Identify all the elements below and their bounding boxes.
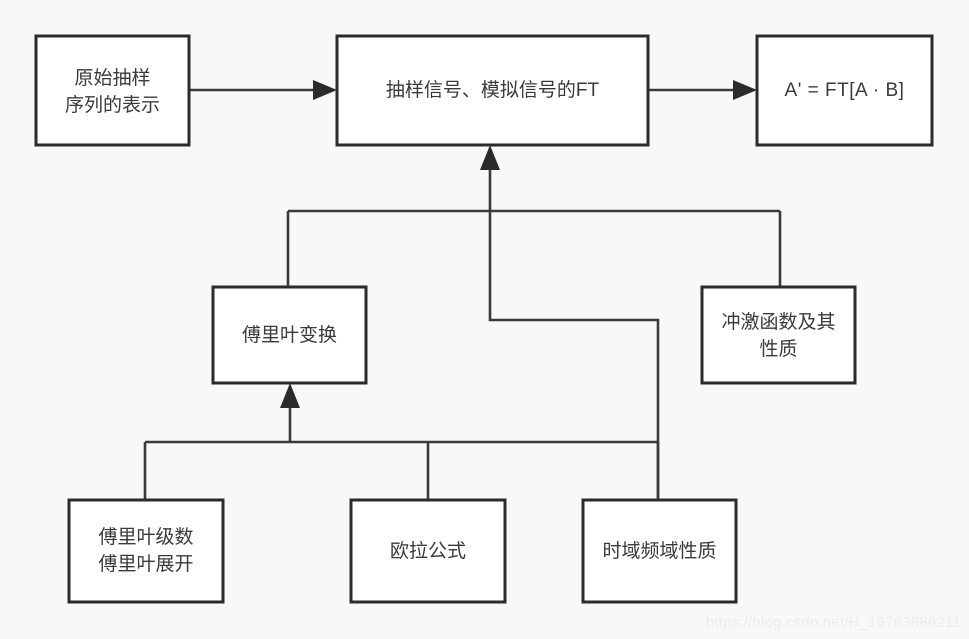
node-label-line: 时域频域性质	[602, 540, 716, 562]
node-label-line: 序列的表示	[65, 94, 160, 116]
arrow-head-icon	[480, 145, 500, 170]
node-fourier-transform[interactable]: 傅里叶变换	[211, 285, 368, 385]
node-label-line: A' = FT[A · B]	[785, 80, 905, 101]
node-label-line: 傅里叶级数	[98, 526, 193, 548]
node-box[interactable]	[349, 498, 507, 604]
node-label-line: 原始抽样	[74, 67, 150, 89]
node-sampled-and-analog-signal-ft[interactable]: 抽样信号、模拟信号的FT	[335, 34, 650, 147]
arrow-head-icon	[313, 80, 337, 100]
edge-upper-bus	[286, 145, 782, 500]
node-box[interactable]	[581, 498, 738, 604]
node-fourier-series-expansion[interactable]: 傅里叶级数 傅里叶展开	[67, 498, 225, 604]
node-label-line: 傅里叶展开	[98, 553, 193, 575]
node-layer: 原始抽样 序列的表示 抽样信号、模拟信号的FT A' = FT[A · B] 傅…	[34, 34, 934, 604]
node-label-line: 傅里叶变换	[242, 324, 337, 346]
edge-line	[488, 211, 660, 500]
node-original-sampling-sequence[interactable]: 原始抽样 序列的表示	[34, 34, 191, 147]
node-box[interactable]	[211, 285, 368, 385]
node-label-line: 欧拉公式	[390, 540, 466, 562]
arrow-head-icon	[733, 80, 757, 100]
edge-original-to-ft	[189, 80, 337, 100]
node-box[interactable]	[34, 34, 191, 147]
node-box[interactable]	[755, 34, 934, 147]
node-label-line: 抽样信号、模拟信号的FT	[386, 79, 600, 101]
node-time-frequency-domain-properties[interactable]: 时域频域性质	[581, 498, 738, 604]
edge-lower-bus	[143, 383, 660, 500]
node-euler-formula[interactable]: 欧拉公式	[349, 498, 507, 604]
edge-ft-to-formula	[648, 80, 757, 100]
node-label-line: 冲激函数及其	[721, 311, 835, 333]
node-box[interactable]	[700, 285, 857, 385]
node-box[interactable]	[67, 498, 225, 604]
node-impulse-function-properties[interactable]: 冲激函数及其 性质	[700, 285, 857, 385]
arrow-head-icon	[280, 383, 300, 408]
node-label-line: 性质	[759, 338, 797, 360]
node-ft-product-formula[interactable]: A' = FT[A · B]	[755, 34, 934, 147]
node-box[interactable]	[335, 34, 650, 147]
edge-layer	[143, 80, 782, 500]
